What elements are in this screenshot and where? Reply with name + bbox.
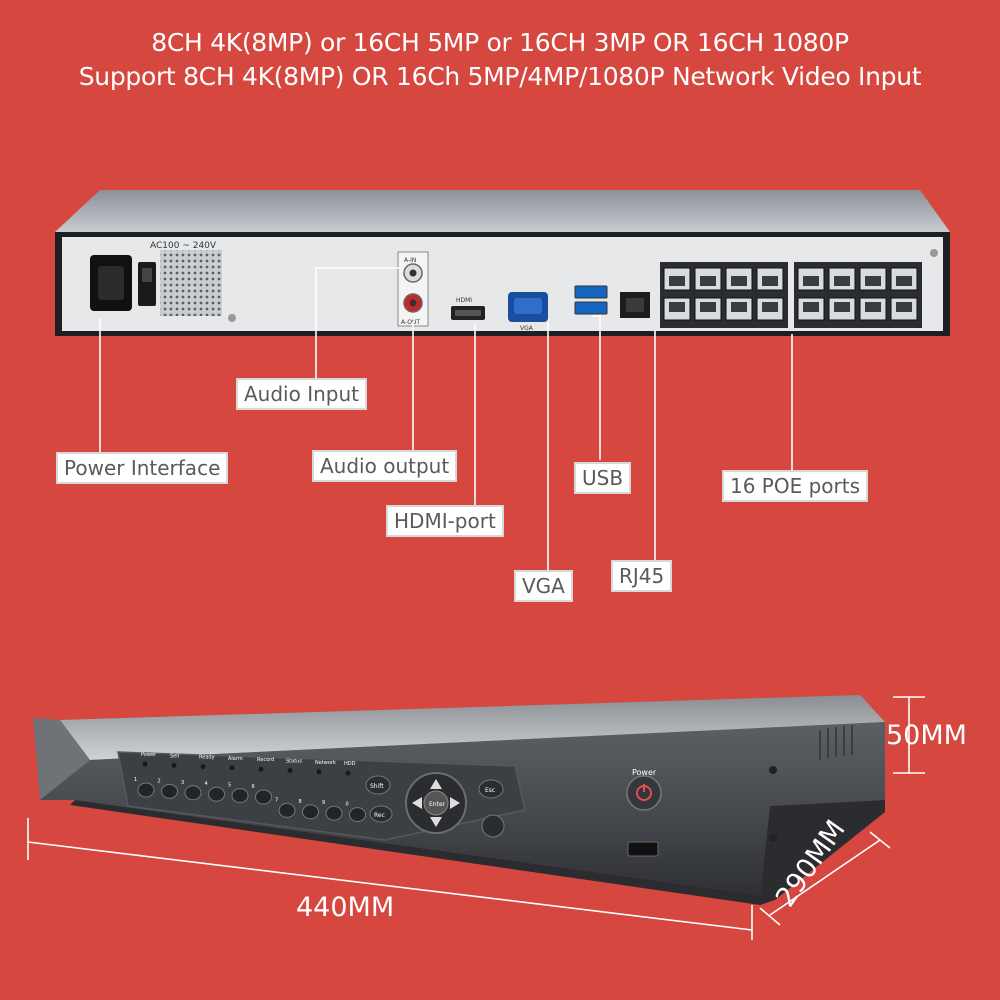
enter-label: Enter (429, 801, 446, 808)
dimension-height: 50MM (886, 720, 967, 751)
callout-hdmi-port: HDMI-port (386, 505, 504, 537)
led-label: Record (257, 757, 274, 763)
hdmi-label: HDMI (456, 297, 472, 304)
number-key[interactable] (278, 802, 296, 818)
led-label: Power (141, 752, 157, 758)
callout-power-interface: Power Interface (56, 452, 229, 484)
usb-port-1 (574, 285, 608, 299)
status-led (229, 765, 235, 771)
esc-key (478, 779, 504, 799)
rec-label: Rec (374, 812, 385, 819)
leader-lines (99, 267, 793, 570)
headline-line-1: 8CH 4K(8MP) or 16CH 5MP or 16CH 3MP OR 1… (151, 28, 849, 57)
fan-vent (160, 250, 222, 316)
front-usb-port (627, 841, 659, 857)
led-label: Ready (199, 755, 215, 761)
status-led (258, 766, 264, 772)
headline-line-2: Support 8CH 4K(8MP) OR 16Ch 5MP/4MP/1080… (78, 62, 922, 91)
number-key[interactable] (231, 788, 249, 804)
status-led (345, 770, 351, 776)
led-label: Sell (170, 753, 179, 759)
led-label: Network (315, 760, 336, 766)
dimension-lines (27, 696, 925, 940)
status-led (200, 764, 206, 770)
ir-receiver (481, 814, 505, 838)
number-key-label: 3 (181, 780, 184, 786)
vga-label: VGA (520, 325, 534, 332)
power-label: Power (632, 768, 657, 777)
number-key-label: 0 (346, 802, 349, 808)
callout-rj45: RJ45 (611, 560, 673, 592)
number-key-label: 4 (205, 781, 208, 787)
led-label: Status (286, 759, 302, 765)
led-label: HDD (344, 761, 356, 767)
usb-port-2 (574, 301, 608, 315)
front-keys: Power Sell Ready Alarm Record Status Network HD… (134, 752, 366, 823)
shift-label: Shift (370, 783, 384, 790)
number-key[interactable] (161, 783, 178, 799)
callout-audio-input: Audio Input (236, 378, 367, 410)
dimension-width: 440MM (296, 892, 395, 923)
led-label: Alarm (228, 756, 243, 762)
number-key-label: 2 (158, 778, 161, 784)
number-key-label: 6 (252, 784, 255, 790)
callout-poe-ports: 16 POE ports (722, 470, 869, 502)
callout-vga: VGA (514, 570, 573, 602)
status-led (171, 762, 177, 768)
callout-audio-output: Audio output (312, 450, 458, 482)
status-led (142, 761, 148, 767)
number-key-label: 8 (299, 799, 302, 805)
audio-out-label: A-OUT (401, 319, 420, 326)
power-rating-text: AC100 ~ 240V (150, 241, 217, 251)
esc-label: Esc (485, 787, 495, 794)
status-led (316, 769, 322, 775)
status-led (287, 768, 293, 773)
poe-ports (663, 267, 918, 321)
rear-chassis-top (55, 190, 950, 232)
front-chassis-top (60, 695, 885, 760)
number-key[interactable] (184, 785, 202, 801)
number-key[interactable] (325, 805, 343, 821)
number-key-label: 1 (134, 777, 137, 783)
audio-in-label: A-IN (404, 257, 416, 264)
power-button (626, 775, 662, 811)
number-key-label: 9 (322, 800, 325, 806)
number-key-label: 7 (275, 797, 278, 803)
number-key[interactable] (137, 782, 155, 798)
enter-key (423, 790, 449, 816)
number-key-label: 5 (228, 783, 231, 789)
number-key[interactable] (208, 786, 225, 802)
rec-key (369, 805, 393, 823)
number-key[interactable] (255, 789, 272, 805)
callout-usb: USB (574, 462, 632, 494)
number-key[interactable] (302, 804, 319, 820)
number-key[interactable] (349, 807, 366, 823)
shift-key (365, 775, 391, 795)
